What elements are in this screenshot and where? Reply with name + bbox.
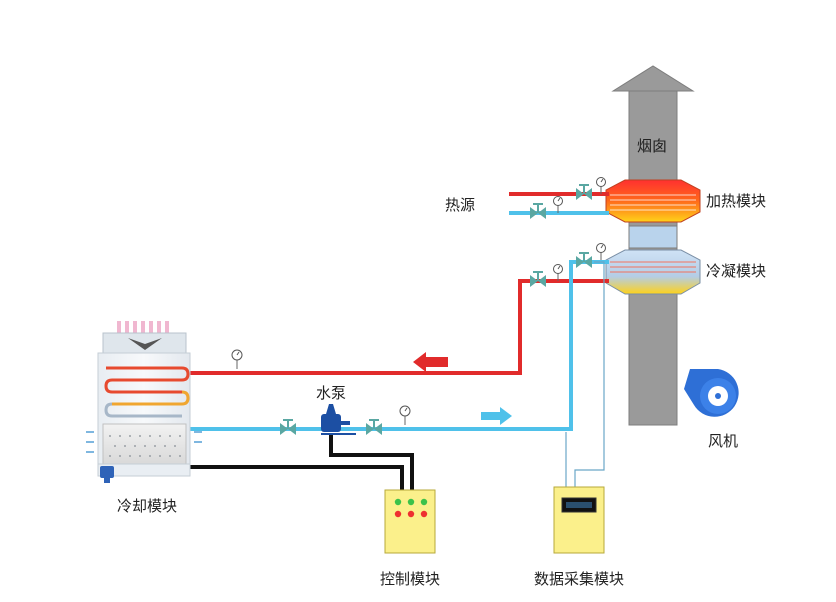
water-pump-icon[interactable] (321, 404, 356, 435)
pressure-gauge-icon (553, 264, 563, 281)
cooling-tower-basin (97, 463, 191, 477)
label-heat-source: 热源 (445, 196, 475, 214)
cooling-tower-outlet-valve (100, 466, 114, 483)
condenser-cold-supply-pipe (190, 260, 609, 431)
chimney-cap (611, 65, 695, 92)
data-acquisition-module[interactable] (553, 486, 605, 554)
cooling-tower-drip-pattern (109, 435, 181, 457)
heat-source-pipes (509, 192, 609, 215)
flow-arrow-icon (413, 352, 448, 372)
control-module[interactable] (384, 489, 436, 554)
valve-icon[interactable] (576, 252, 592, 268)
control-cables (190, 434, 414, 490)
valve-icon[interactable] (280, 419, 296, 435)
pressure-gauge-icon (399, 405, 411, 425)
condensing-coil-lines (610, 261, 696, 273)
condensing-module[interactable] (605, 249, 701, 295)
condenser-hot-return-pipe (190, 279, 609, 375)
cable-to-cooling-module (190, 465, 404, 490)
data-acquisition-box (553, 486, 605, 554)
pressure-gauge-icon (596, 243, 606, 260)
condenser-loop-pipes (190, 260, 609, 431)
pressure-gauge-icon (553, 196, 563, 213)
flow-arrow-icon (481, 407, 512, 425)
cooling-tower-coil (104, 366, 190, 418)
cooling-tower[interactable] (86, 321, 202, 483)
heating-coil-lines (610, 194, 696, 211)
label-chimney: 烟囱 (637, 137, 667, 155)
label-data-acquisition-module: 数据采集模块 (534, 570, 624, 588)
label-condensing-module: 冷凝模块 (706, 262, 766, 280)
heating-module-body (605, 179, 701, 223)
valve-icon[interactable] (530, 203, 546, 219)
cooling-tower-air-inlets (86, 431, 202, 453)
sensor-wires (565, 261, 605, 487)
label-cooling-module: 冷却模块 (117, 497, 177, 515)
label-water-pump: 水泵 (316, 384, 346, 402)
chimney (611, 65, 695, 426)
centrifugal-fan-icon[interactable] (684, 369, 739, 417)
pressure-gauge-icon (596, 177, 606, 194)
valve-icon[interactable] (576, 184, 592, 200)
data-acquisition-screen-glare (566, 502, 592, 508)
label-fan: 风机 (708, 432, 738, 450)
control-module-indicators (394, 498, 428, 518)
valve-icon[interactable] (530, 271, 546, 287)
sensor-wire-2 (574, 261, 605, 487)
cooling-tower-fan-blades (117, 321, 169, 333)
cooling-tower-fill-media (102, 423, 187, 465)
label-heating-module: 加热模块 (706, 192, 766, 210)
heating-module[interactable] (605, 179, 701, 223)
cooling-tower-fan-housing (102, 332, 187, 354)
pressure-gauge-icon (231, 349, 243, 369)
valve-icon[interactable] (366, 419, 382, 435)
chimney-gap-section (628, 225, 678, 249)
cable-to-pump (329, 434, 414, 490)
cooling-tower-fan-icon (128, 338, 162, 350)
label-control-module: 控制模块 (380, 570, 440, 588)
